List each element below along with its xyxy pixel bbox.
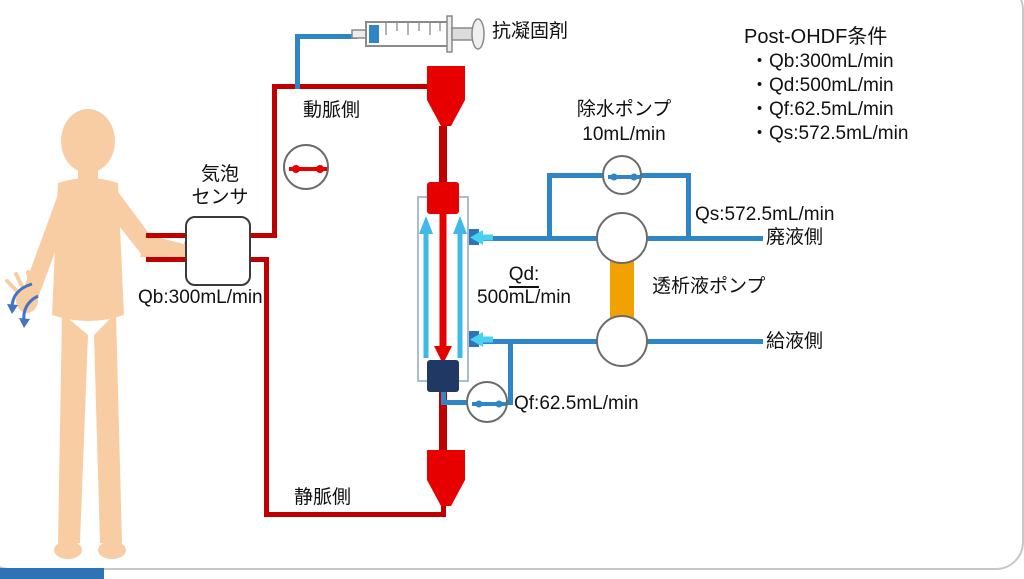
blood-pump (283, 144, 329, 190)
water-removal-pump-label-line1: 除水ポンプ (576, 99, 672, 120)
dialyzer-arterial-cap (427, 182, 459, 214)
venous-line-vertical (264, 259, 269, 517)
arm-motion-arrows-icon (7, 282, 39, 328)
qf-loop-left-vertical (441, 388, 446, 404)
anticoagulant-line-horizontal (295, 34, 357, 39)
water-removal-pump (602, 155, 642, 195)
venous-side-label: 静脈側 (294, 487, 352, 508)
dialysate-flow-arrow-top-icon (470, 230, 493, 245)
bypass-loop-right (686, 173, 691, 241)
bubble-sensor-label-line2: センサ (191, 187, 249, 208)
anticoagulant-syringe (351, 15, 485, 53)
water-removal-pump-label: 除水ポンプ 10mL/min (556, 97, 692, 147)
qd-label: Qd: 500mL/min (468, 263, 580, 309)
condition-item-qs: ・Qs:572.5mL/min (750, 123, 909, 144)
bypass-loop-left (547, 173, 552, 241)
arterial-line-arm-segment (146, 233, 188, 238)
bubble-sensor-label: 気泡 センサ (178, 163, 262, 209)
venous-chamber-tail (441, 506, 446, 516)
dialysate-pump-top-roller (596, 212, 648, 264)
arterial-side-label: 動脈側 (303, 100, 361, 121)
arterial-line-top (272, 84, 434, 89)
qs-label: Qs:572.5mL/min (695, 204, 835, 225)
condition-item-qd: ・Qd:500mL/min (750, 75, 894, 96)
waste-side-label: 廃液側 (766, 227, 824, 248)
supply-side-label: 給液側 (766, 331, 824, 352)
condition-item-qf: ・Qf:62.5mL/min (750, 99, 894, 120)
dialysate-pump-coupling (610, 260, 634, 319)
bubble-sensor-box (185, 216, 251, 286)
arterial-drip-chamber (427, 66, 465, 126)
qf-label: Qf:62.5mL/min (514, 393, 639, 414)
qd-title: Qd: (508, 264, 540, 288)
arterial-line-sensor-out (249, 233, 277, 238)
condition-item-qb: ・Qb:300mL/min (750, 51, 894, 72)
conditions-title: Post-OHDF条件 (744, 26, 888, 48)
dialysate-pump-bottom-roller (596, 315, 648, 367)
dialysate-pump-label: 透析液ポンプ (652, 276, 766, 297)
conditions-block: Post-OHDF条件 ・Qb:300mL/min ・Qd:500mL/min … (744, 24, 908, 146)
dialyzer-to-venous-chamber-stem (439, 388, 447, 452)
venous-drip-chamber (427, 450, 465, 506)
dialyzer-venous-cap (427, 360, 459, 392)
anticoagulant-label: 抗凝固剤 (492, 21, 569, 42)
venous-line-arm-segment (146, 257, 188, 262)
arterial-line-vertical (272, 84, 277, 238)
venous-line-bottom (264, 512, 446, 517)
qb-label: Qb:300mL/min (138, 287, 263, 308)
qd-value: 500mL/min (477, 287, 571, 308)
chamber-to-dialyzer-stem (439, 126, 447, 188)
substitution-pump-qf (466, 381, 508, 423)
dialysate-flow-arrow-bottom-icon (470, 332, 493, 347)
venous-line-sensor-out (249, 257, 269, 262)
water-removal-pump-label-line2: 10mL/min (582, 124, 666, 145)
bottom-accent-strip (0, 568, 104, 579)
dialyzer-flow-arrows (419, 210, 467, 364)
qf-loop-right-vertical (508, 339, 513, 405)
patient-body-illustration (5, 109, 192, 559)
bubble-sensor-label-line1: 気泡 (200, 164, 239, 185)
anticoagulant-line-vertical (295, 34, 300, 89)
